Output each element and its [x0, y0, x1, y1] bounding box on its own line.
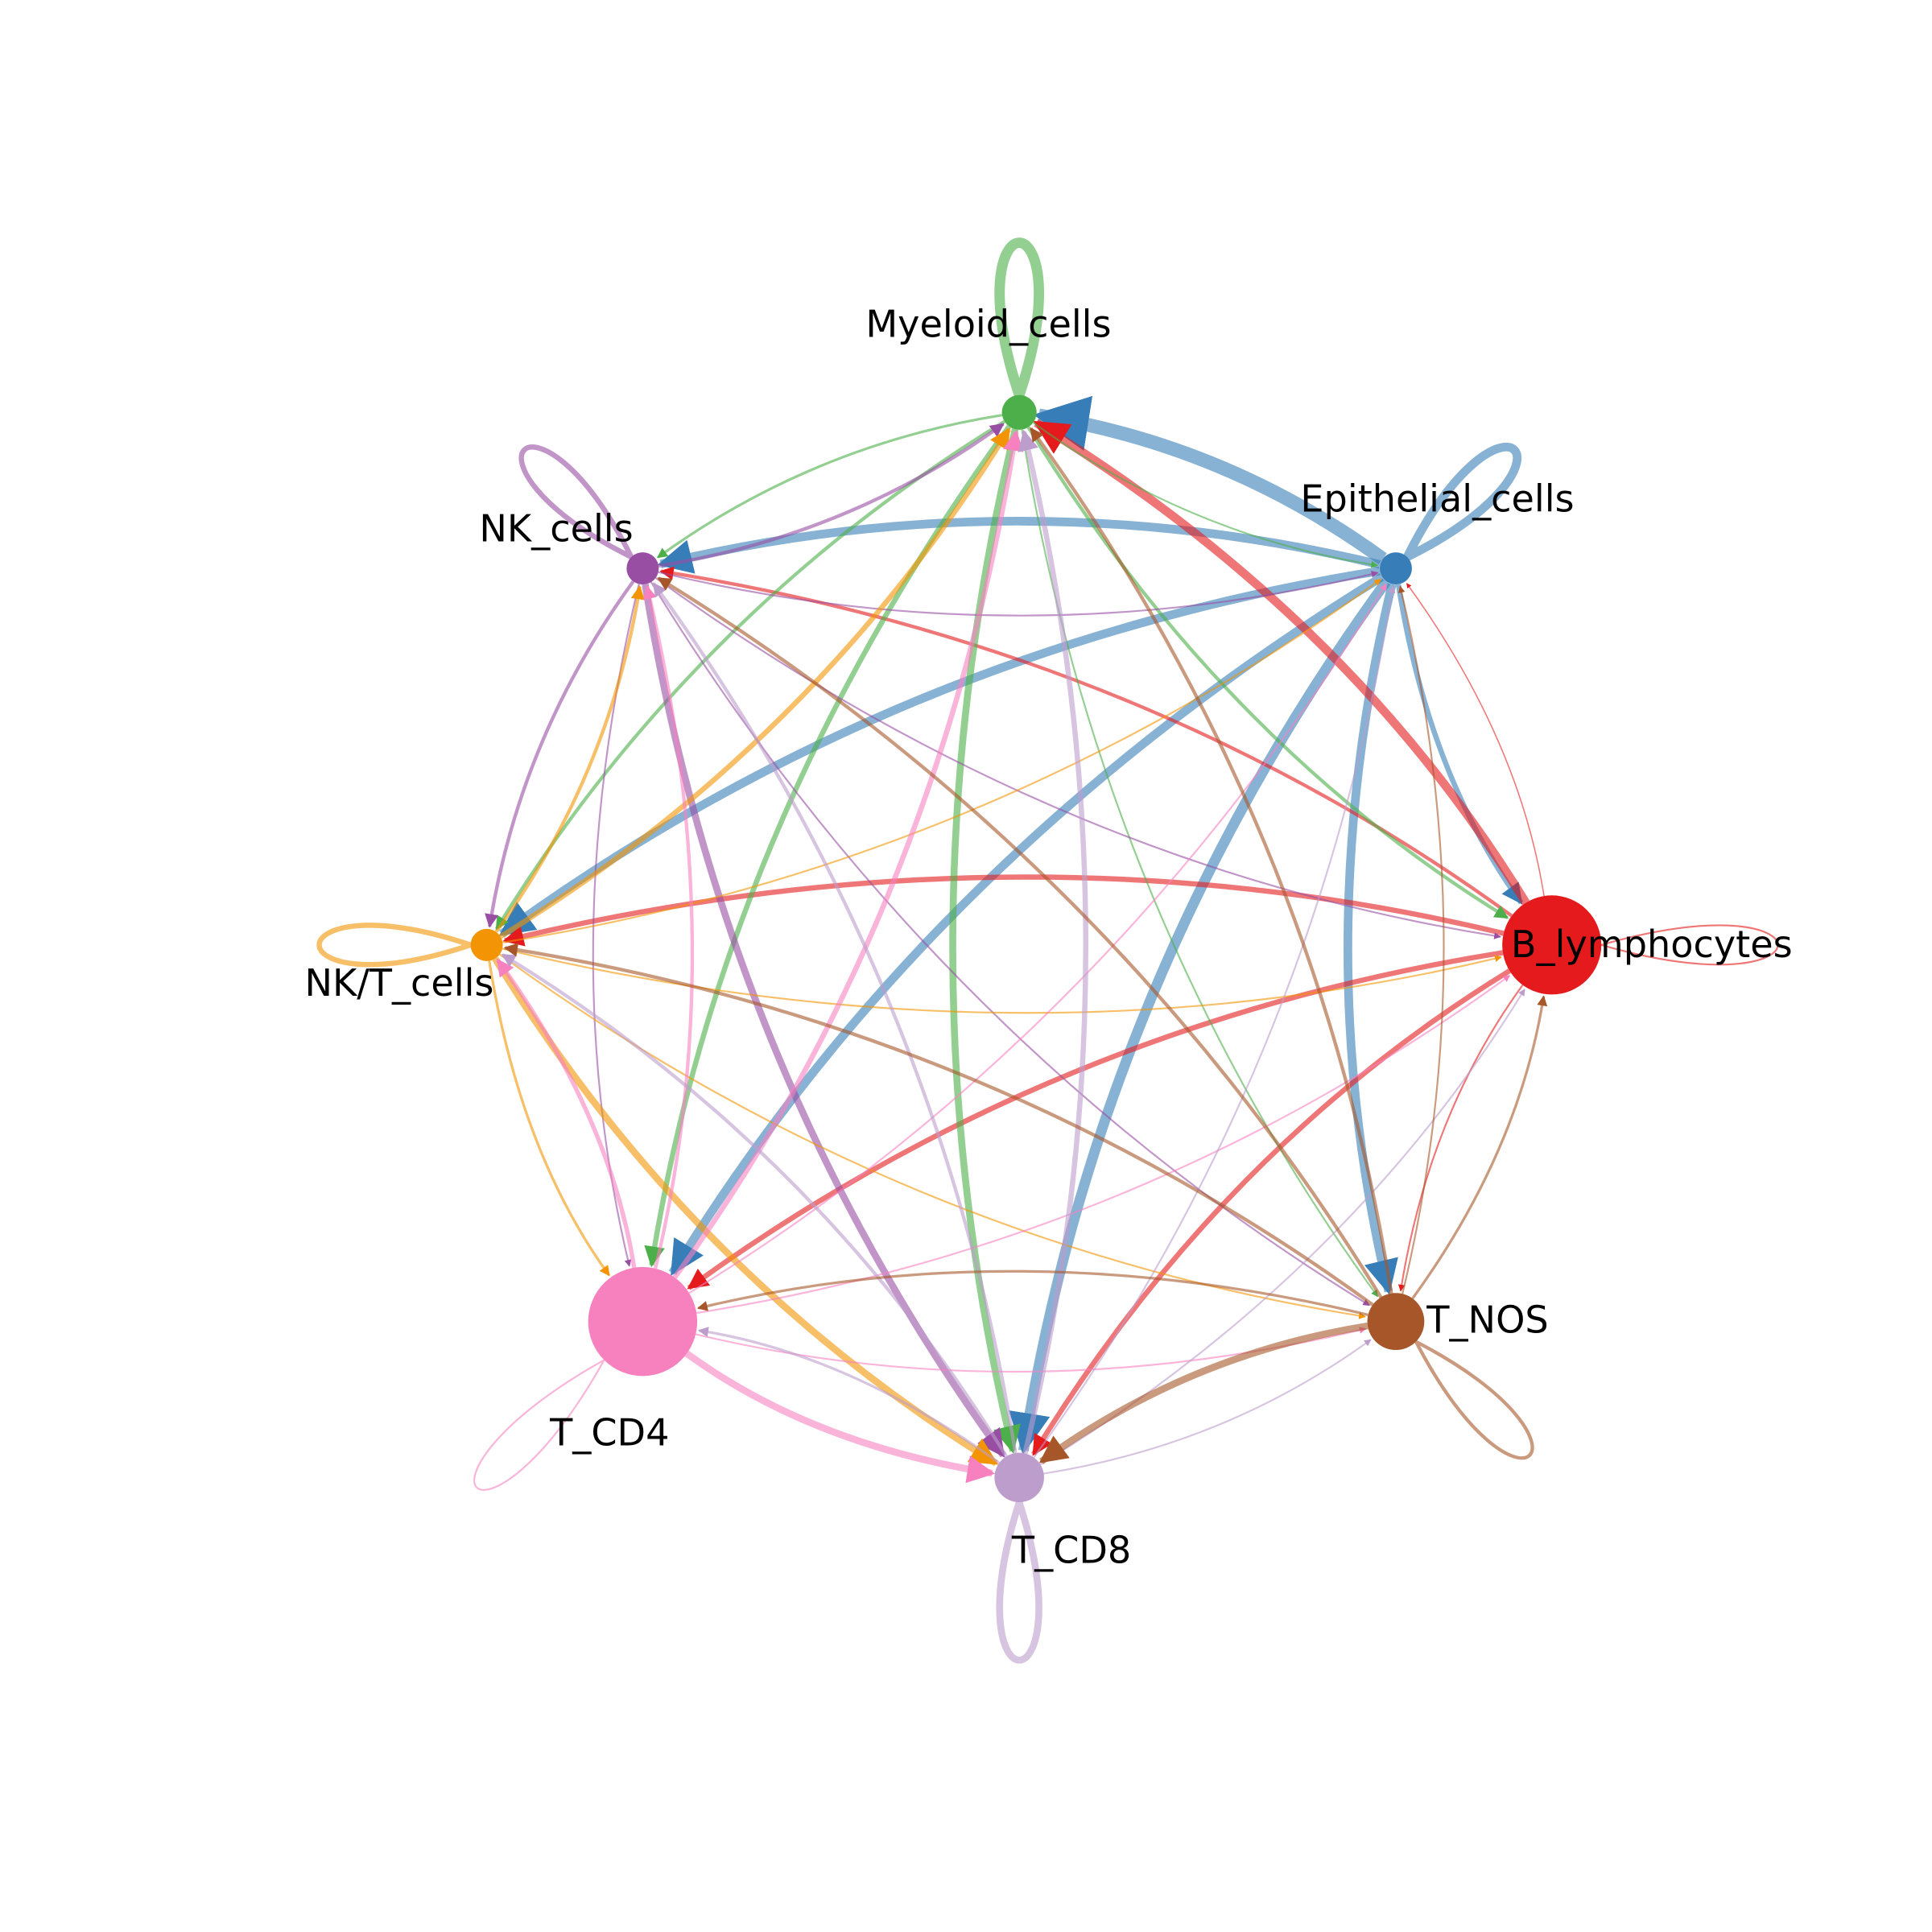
node-label-nk-cells: NK_cells — [479, 506, 633, 550]
edge-t-nos-to-b-lymphocytes — [1411, 995, 1548, 1299]
edge-nk-cells-to-myeloid-cells — [658, 423, 1005, 568]
edge-t-cd4-to-epithelial-cells — [688, 584, 1387, 1294]
edge-t-cd4-to-nk-t-cells — [495, 958, 637, 1269]
edge-nk-cells-to-nk-cells — [518, 444, 634, 559]
node-nk-cells — [626, 552, 659, 585]
edges-layer — [316, 237, 1779, 1664]
node-label-nkt-cells: NK/T_cells — [304, 961, 493, 1005]
edge-epithelial-cells-to-t-cd8 — [1009, 578, 1391, 1455]
node-label-t-nos: T_NOS — [1426, 1298, 1548, 1341]
edge-epithelial-cells-to-b-lymphocytes — [1395, 584, 1524, 905]
edge-t-cd4-to-b-lymphocytes — [696, 974, 1511, 1315]
edge-myeloid-cells-to-myeloid-cells — [994, 237, 1044, 397]
edge-myeloid-cells-to-t-cd8 — [949, 428, 1021, 1454]
node-label-t-cd8: T_CD8 — [1011, 1529, 1131, 1572]
edge-t-cd8-to-t-cd4 — [697, 1327, 1001, 1464]
edge-nk-t-cells-to-b-lymphocytes — [502, 947, 1502, 1014]
node-b-lymphocytes — [1502, 895, 1602, 995]
edge-myeloid-cells-to-b-lymphocytes — [1026, 426, 1509, 919]
edge-nk-cells-to-epithelial-cells — [658, 571, 1379, 617]
edge-t-cd8-to-b-lymphocytes — [1039, 989, 1525, 1466]
edge-b-lymphocytes-to-nk-cells — [659, 566, 1513, 918]
edge-epithelial-cells-to-t-nos — [1344, 583, 1398, 1295]
edge-nk-cells-to-b-lymphocytes — [654, 576, 1501, 939]
edge-t-cd8-to-nk-t-cells — [501, 953, 1008, 1458]
node-label-epithelial-cells: Epithelial_cells — [1300, 477, 1574, 520]
edge-t-cd8-to-myeloid-cells — [1018, 429, 1089, 1455]
edge-t-cd8-to-t-cd8 — [996, 1501, 1042, 1664]
edge-nk-cells-to-t-nos — [650, 581, 1370, 1307]
edge-b-lymphocytes-to-nk-t-cells — [502, 874, 1505, 947]
node-t-cd8 — [994, 1452, 1044, 1503]
edge-b-lymphocytes-to-b-lymphocytes — [1600, 924, 1779, 966]
nodes-layer — [470, 394, 1602, 1503]
edge-b-lymphocytes-to-t-nos — [1397, 985, 1524, 1292]
edge-nk-t-cells-to-nk-t-cells — [316, 923, 472, 968]
edge-t-nos-to-t-nos — [1414, 1340, 1534, 1460]
edge-t-cd4-to-myeloid-cells — [672, 430, 1024, 1279]
labels-layer: B_lymphocytes Epithelial_cells Myeloid_c… — [304, 302, 1792, 1571]
edge-t-nos-to-nk-cells — [657, 576, 1383, 1298]
node-label-b-lymphocytes: B_lymphocytes — [1511, 923, 1793, 966]
edge-t-cd4-to-nk-cells — [642, 584, 695, 1269]
edge-nk-t-cells-to-epithelial-cells — [502, 578, 1381, 943]
edge-t-nos-to-t-cd4 — [696, 1269, 1368, 1316]
node-label-myeloid-cells: Myeloid_cells — [865, 302, 1111, 345]
edge-nk-t-cells-to-myeloid-cells — [498, 427, 1012, 939]
node-myeloid-cells — [1001, 394, 1037, 430]
edge-nk-t-cells-to-t-cd4 — [488, 960, 611, 1277]
edge-myeloid-cells-to-epithelial-cells — [1032, 422, 1378, 568]
node-epithelial-cells — [1379, 552, 1412, 585]
edge-t-nos-to-epithelial-cells — [1397, 585, 1445, 1294]
edge-t-cd4-to-t-cd4 — [473, 1359, 605, 1491]
node-t-nos — [1367, 1293, 1425, 1351]
edge-t-nos-to-nk-t-cells — [503, 943, 1374, 1307]
node-nk-t-cells — [470, 928, 503, 961]
edge-t-nos-to-myeloid-cells — [1029, 427, 1393, 1294]
node-t-cd4 — [588, 1266, 698, 1377]
edge-t-nos-to-t-cd8 — [1038, 1322, 1368, 1464]
edge-epithelial-cells-to-nk-cells — [657, 517, 1381, 574]
edge-epithelial-cells-to-t-cd4 — [668, 572, 1385, 1276]
edge-t-cd8-to-t-nos — [1043, 1339, 1372, 1475]
node-label-t-cd4: T_CD4 — [549, 1410, 669, 1454]
edge-myeloid-cells-to-nk-cells — [657, 414, 1003, 559]
edge-epithelial-cells-to-epithelial-cells — [1403, 443, 1521, 561]
edge-b-lymphocytes-to-t-cd8 — [1031, 968, 1511, 1456]
edge-t-cd8-to-epithelial-cells — [1033, 586, 1396, 1459]
edge-t-cd4-to-t-cd8 — [684, 1350, 996, 1484]
edge-b-lymphocytes-to-t-cd4 — [687, 950, 1504, 1290]
edge-t-cd8-to-nk-cells — [652, 582, 1018, 1454]
edge-nk-cells-to-nk-t-cells — [485, 580, 635, 928]
edge-epithelial-cells-to-myeloid-cells — [1033, 395, 1387, 565]
edge-myeloid-cells-to-t-nos — [1021, 429, 1379, 1298]
edge-nk-t-cells-to-nk-cells — [494, 585, 645, 933]
edge-b-lymphocytes-to-epithelial-cells — [1406, 583, 1545, 897]
